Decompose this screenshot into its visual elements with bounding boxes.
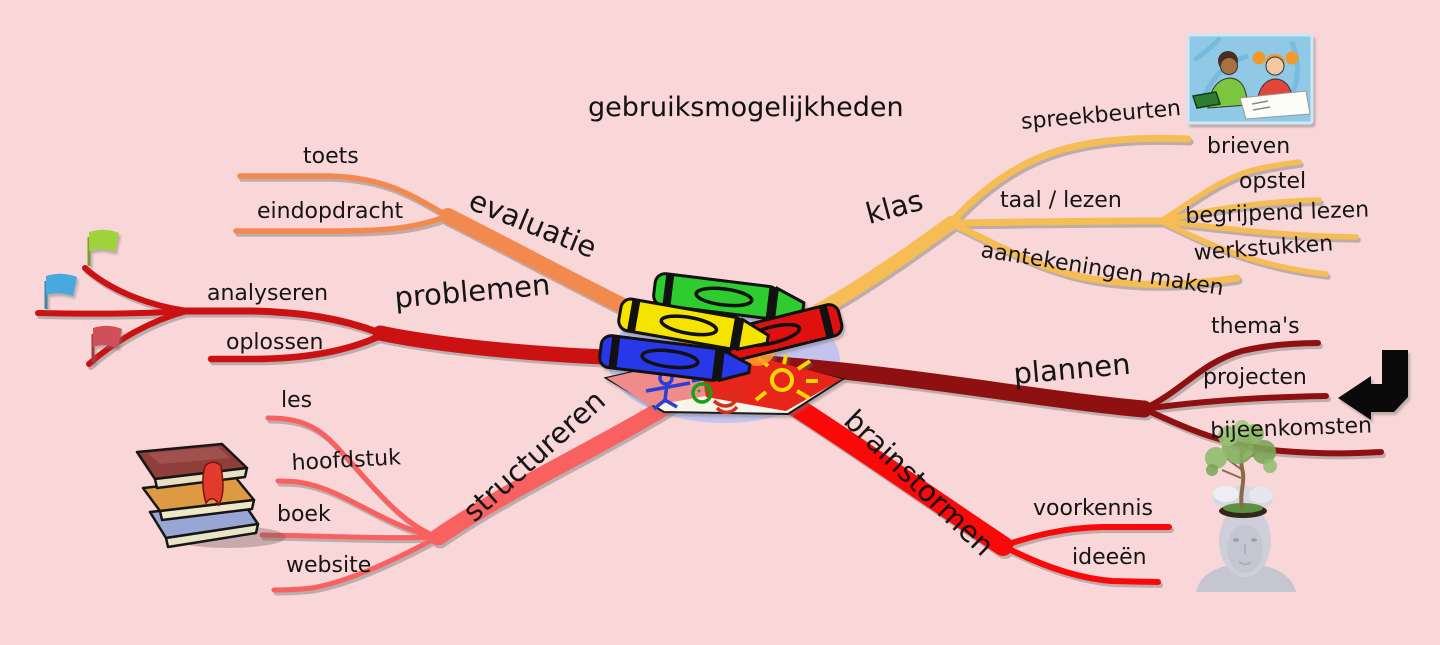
blue-crayon bbox=[598, 334, 752, 383]
branch-label-klas[interactable]: klas bbox=[862, 183, 927, 231]
subtopic-label-voorkennis[interactable]: voorkennis bbox=[1033, 496, 1153, 521]
bookmark-ribbon bbox=[202, 461, 224, 507]
green-flag-icon bbox=[87, 229, 119, 266]
subtopic-label-themas[interactable]: thema's bbox=[1211, 314, 1300, 339]
subtopic-label-toets[interactable]: toets bbox=[303, 144, 359, 169]
subtopic-label-aantekeningen-maken[interactable]: aantekeningen maken bbox=[979, 238, 1226, 302]
subtopic-label-analyseren[interactable]: analyseren bbox=[207, 281, 329, 306]
blue-flag-icon bbox=[44, 273, 77, 309]
branch-label-problemen[interactable]: problemen bbox=[393, 267, 552, 315]
branch-label-plannen[interactable]: plannen bbox=[1012, 346, 1132, 391]
red-flag-icon bbox=[91, 325, 122, 362]
subtopic-label-oplossen[interactable]: oplossen bbox=[226, 330, 324, 355]
subtopic-label-les[interactable]: les bbox=[281, 388, 313, 413]
branch-label-structureren[interactable]: structureren bbox=[456, 383, 612, 529]
tree-foliage bbox=[1205, 420, 1277, 476]
sun-doodle bbox=[754, 354, 818, 402]
face-doodle bbox=[691, 382, 742, 415]
central-topic-image[interactable] bbox=[598, 272, 846, 416]
subtopic-label-website[interactable]: website bbox=[286, 553, 372, 578]
subtopic-label-boek[interactable]: boek bbox=[277, 502, 331, 527]
subtopic-label-spreekbeurten[interactable]: spreekbeurten bbox=[1020, 96, 1182, 135]
subtopic-label-brieven[interactable]: brieven bbox=[1207, 134, 1291, 159]
branch-label-evaluatie[interactable]: evaluatie bbox=[464, 183, 602, 265]
children-studying-image bbox=[1186, 33, 1314, 125]
books-stack-image bbox=[135, 442, 286, 549]
subtopic-label-begrijpend-lezen[interactable]: begrijpend lezen bbox=[1185, 197, 1370, 229]
subtopic-label-projecten[interactable]: projecten bbox=[1203, 365, 1307, 390]
branch-klas[interactable] bbox=[735, 134, 1359, 353]
subtopic-label-opstel[interactable]: opstel bbox=[1239, 169, 1307, 194]
subtopic-label-taal-lezen[interactable]: taal / lezen bbox=[1000, 188, 1122, 213]
subtopic-label-bijeenkomsten[interactable]: bijeenkomsten bbox=[1210, 413, 1373, 444]
yellow-crayon bbox=[617, 297, 771, 352]
subtopic-label-hoofdstuk[interactable]: hoofdstuk bbox=[291, 445, 402, 476]
return-arrow-icon bbox=[1338, 350, 1408, 420]
map-title: gebruiksmogelijkheden bbox=[588, 92, 904, 123]
subtopic-label-ideeen[interactable]: ideeën bbox=[1072, 545, 1147, 570]
subtopic-label-eindopdracht[interactable]: eindopdracht bbox=[257, 199, 404, 224]
head-with-tree-image bbox=[1196, 420, 1296, 592]
branch-label-brainstormen[interactable]: brainstormen bbox=[837, 403, 1002, 563]
subtopic-label-werkstukken[interactable]: werkstukken bbox=[1193, 231, 1334, 266]
